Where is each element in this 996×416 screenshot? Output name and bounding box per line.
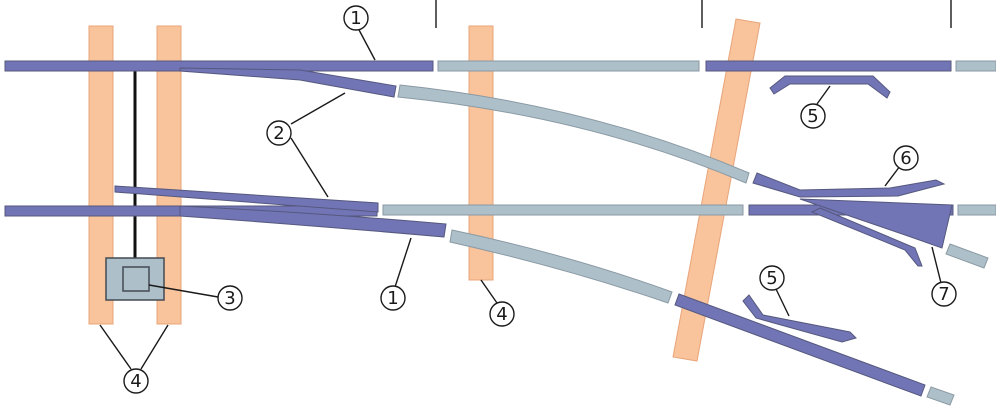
svg-text:4: 4 bbox=[496, 304, 507, 325]
svg-text:6: 6 bbox=[900, 148, 911, 169]
point-motor-box bbox=[105, 257, 165, 301]
point-motor-inner bbox=[122, 266, 150, 292]
closure-rail-bottom bbox=[382, 204, 744, 216]
callout-5-bottom: 5 bbox=[759, 265, 785, 291]
callout-2: 2 bbox=[266, 120, 292, 146]
straight-rail-top-far bbox=[705, 60, 952, 72]
check-rail-bottom bbox=[742, 294, 857, 343]
callout-1-top: 1 bbox=[343, 5, 369, 31]
curved-closure-rail-bottom bbox=[449, 229, 673, 304]
switch-blade-bottom bbox=[114, 185, 379, 213]
svg-text:7: 7 bbox=[938, 284, 949, 305]
callout-7: 7 bbox=[931, 281, 957, 307]
rails bbox=[4, 60, 996, 406]
svg-text:1: 1 bbox=[350, 8, 361, 29]
callouts: 1 2 3 4 1 4 bbox=[99, 5, 957, 394]
svg-text:5: 5 bbox=[807, 106, 818, 127]
diverging-rail-bottom-end bbox=[926, 386, 955, 406]
svg-text:4: 4 bbox=[130, 371, 141, 392]
straight-rail-top-end bbox=[955, 60, 996, 72]
stock-rail-curved-bottom bbox=[179, 205, 447, 238]
frog-wing bbox=[810, 207, 923, 267]
callout-6: 6 bbox=[893, 145, 919, 171]
callout-1-bottom: 1 bbox=[380, 285, 406, 311]
callout-3: 3 bbox=[217, 285, 243, 311]
curved-closure-rail-top bbox=[397, 84, 750, 184]
check-rail-top bbox=[769, 75, 891, 99]
frog bbox=[799, 198, 953, 249]
point-machine bbox=[105, 68, 165, 301]
sleeper-4-skewed bbox=[672, 18, 761, 362]
svg-text:1: 1 bbox=[387, 288, 398, 309]
callout-4-mid: 4 bbox=[489, 301, 515, 327]
diverging-rail-bottom bbox=[674, 293, 926, 397]
svg-text:3: 3 bbox=[224, 288, 235, 309]
wing-rail-6 bbox=[752, 172, 946, 198]
callout-5-top: 5 bbox=[800, 103, 826, 129]
callout-4-left: 4 bbox=[123, 368, 149, 394]
frame-separators bbox=[435, 0, 952, 28]
straight-rail-bottom-end bbox=[957, 204, 996, 216]
svg-text:5: 5 bbox=[766, 268, 777, 289]
switch-blade-top bbox=[179, 67, 397, 98]
frog-exit-rail bbox=[945, 243, 989, 269]
closure-rail-top bbox=[437, 60, 700, 72]
svg-text:2: 2 bbox=[273, 123, 284, 144]
